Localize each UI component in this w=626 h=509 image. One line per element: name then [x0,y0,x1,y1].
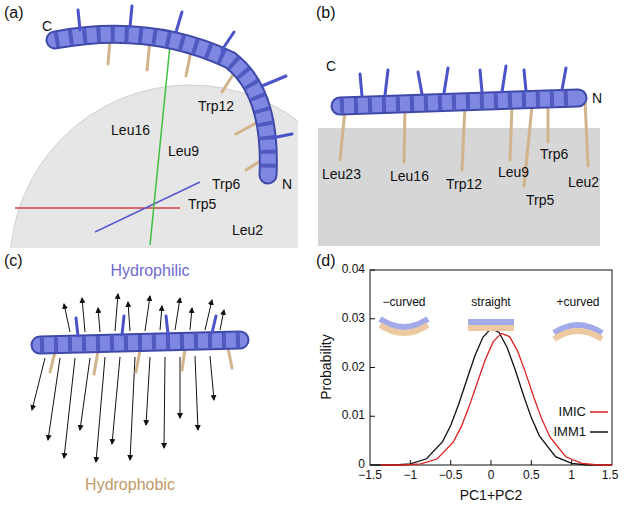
axis-tick: −0.5 [439,469,463,483]
legend-label: IMIC [559,405,586,420]
residue-label: Trp6 [212,176,240,192]
panel-label: (c) [4,252,23,270]
terminus-label: C [42,18,52,34]
residue-label: Leu9 [498,164,529,180]
panel-d-plot [370,270,612,465]
axis-tick: 1 [568,469,575,483]
axis-tick: 0.5 [523,469,540,483]
residue-label: Leu16 [111,122,150,138]
residue-label: Trp5 [526,192,554,208]
residue-label: Trp6 [540,146,568,162]
axis-tick: 1.5 [602,469,619,483]
panel-b-art [318,66,600,246]
residue-label: Trp5 [188,196,216,212]
axis-tick: 0.02 [342,361,365,375]
panel-label: (d) [316,252,336,270]
panel-c-art [32,294,240,462]
axis-tick: 0.04 [342,263,365,277]
axis-tick: 0 [488,469,495,483]
panel-a-art [10,6,370,445]
panel-label: (a) [4,4,24,22]
region-label: Hydrophilic [110,262,189,280]
terminus-label: N [592,90,602,106]
residue-label: Leu16 [390,168,429,184]
residue-label: Leu2 [568,174,599,190]
axis-tick: 0.03 [342,312,365,326]
region-label: Hydrophobic [85,476,175,494]
legend-label: IMM1 [554,425,587,440]
annotation: +curved [556,296,599,310]
terminus-label: N [282,176,292,192]
axis-tick: 0.01 [342,409,365,423]
annotation: −curved [382,296,425,310]
axis-tick: −1.5 [358,469,382,483]
terminus-label: C [326,58,336,74]
residue-label: Leu9 [168,143,199,159]
axis-title: Probability [318,335,334,400]
panel-label: (b) [316,4,336,22]
axis-tick: −1 [403,469,417,483]
residue-label: Trp12 [446,176,482,192]
residue-label: Leu2 [232,222,263,238]
annotation: straight [471,296,510,310]
residue-label: Leu23 [322,166,361,182]
axis-title: PC1+PC2 [460,487,523,503]
residue-label: Trp12 [198,98,234,114]
